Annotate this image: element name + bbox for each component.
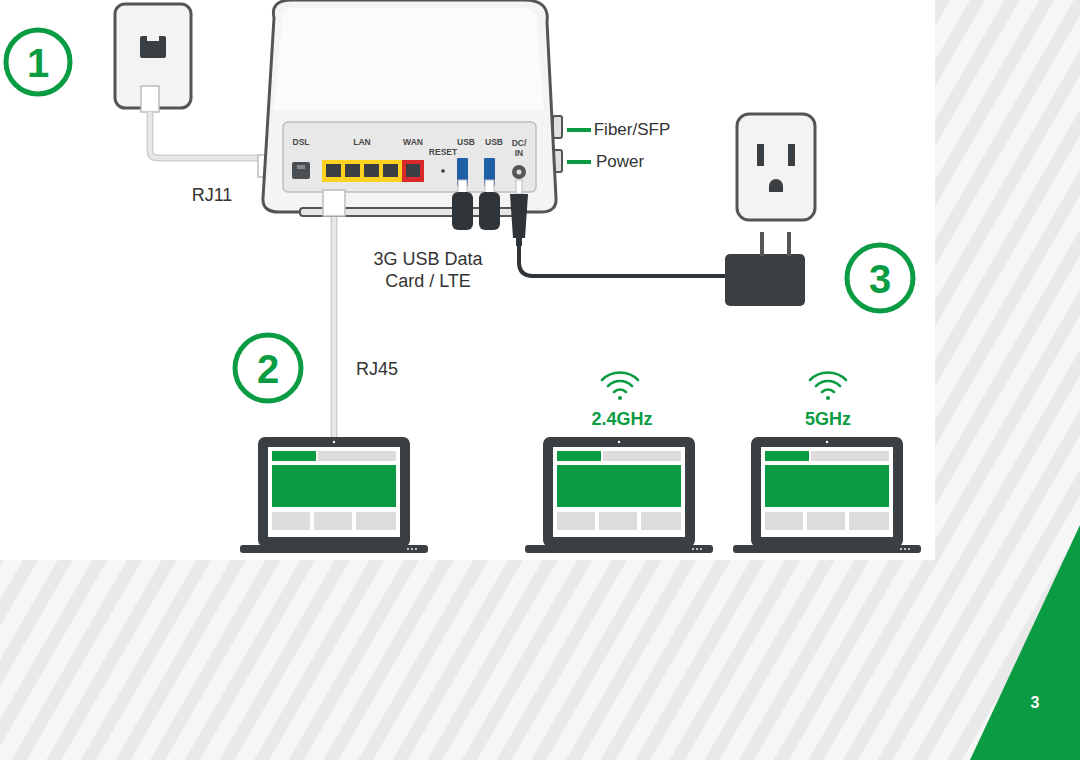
callout-number: 1 — [27, 39, 49, 87]
part-name: 3G USB Data Card / LTE — [358, 249, 498, 292]
cable-label: RJ45 — [356, 359, 398, 381]
port-label: USB — [485, 138, 503, 148]
router-outline — [262, 0, 562, 250]
port-label: USB — [457, 138, 475, 148]
port-name: Fiber/SFP — [594, 120, 671, 140]
port-label: DC/ IN — [508, 139, 530, 159]
page-number: 3 — [1031, 693, 1040, 712]
port-label: WAN — [403, 138, 423, 148]
port-label: LAN — [353, 138, 370, 148]
router-body: DSLLANWANRESETUSBUSBDC/ IN — [262, 0, 562, 250]
band-label: 5GHz — [805, 409, 851, 431]
cable-label: RJ11 — [192, 185, 233, 207]
band-label: 2.4GHz — [591, 409, 652, 431]
port-name: Power — [596, 152, 644, 172]
port-label: DSL — [293, 138, 310, 148]
port-label: RESET — [429, 148, 457, 158]
callout-number: 3 — [869, 255, 891, 303]
callout-number: 2 — [257, 345, 279, 393]
